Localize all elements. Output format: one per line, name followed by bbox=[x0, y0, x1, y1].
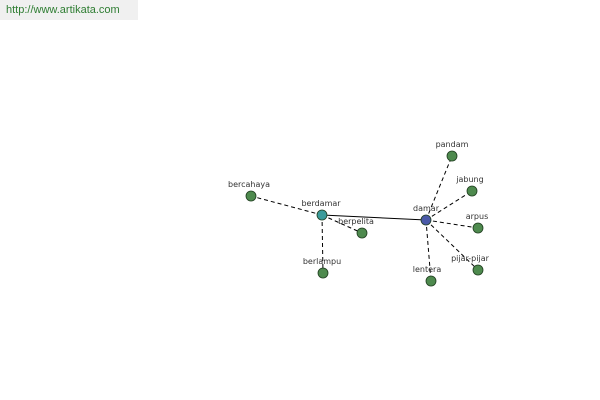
node-label-bercahaya: bercahaya bbox=[228, 180, 270, 189]
node-label-berpelita: berpelita bbox=[338, 217, 374, 226]
url-banner: http://www.artikata.com bbox=[0, 0, 138, 20]
node-pijar-pijar[interactable] bbox=[472, 264, 484, 276]
node-jabung[interactable] bbox=[466, 185, 478, 197]
edge-berdamar-damar bbox=[321, 214, 427, 221]
edge-berdamar-berpelita bbox=[321, 214, 363, 234]
node-label-berlampu: berlampu bbox=[303, 257, 341, 266]
node-arpus[interactable] bbox=[472, 222, 484, 234]
node-damar[interactable] bbox=[420, 214, 432, 226]
node-berpelita[interactable] bbox=[356, 227, 368, 239]
node-label-berdamar: berdamar bbox=[301, 199, 341, 208]
node-berlampu[interactable] bbox=[317, 267, 329, 279]
edge-damar-pijar-pijar bbox=[425, 219, 479, 271]
edge-berdamar-berlampu bbox=[321, 214, 324, 274]
node-label-pijar-pijar: pijar-pijar bbox=[451, 254, 490, 263]
nodes-layer bbox=[245, 150, 484, 287]
node-label-arpus: arpus bbox=[466, 212, 489, 221]
edge-damar-lentera bbox=[425, 219, 432, 282]
node-label-lentera: lentera bbox=[413, 265, 442, 274]
node-label-jabung: jabung bbox=[455, 175, 483, 184]
edge-damar-jabung bbox=[425, 190, 473, 221]
edges-layer bbox=[250, 155, 479, 282]
node-label-pandam: pandam bbox=[436, 140, 469, 149]
edge-berdamar-bercahaya bbox=[250, 195, 323, 216]
node-bercahaya[interactable] bbox=[245, 190, 257, 202]
labels-layer: damar berdamar bercahaya berpelita berlampu p… bbox=[228, 140, 490, 274]
edge-damar-arpus bbox=[425, 219, 479, 229]
node-lentera[interactable] bbox=[425, 275, 437, 287]
url-link[interactable]: http://www.artikata.com bbox=[6, 4, 120, 16]
node-pandam[interactable] bbox=[446, 150, 458, 162]
node-berdamar[interactable] bbox=[316, 209, 328, 221]
edge-damar-pandam bbox=[425, 155, 453, 221]
node-label-damar: damar bbox=[413, 204, 440, 213]
